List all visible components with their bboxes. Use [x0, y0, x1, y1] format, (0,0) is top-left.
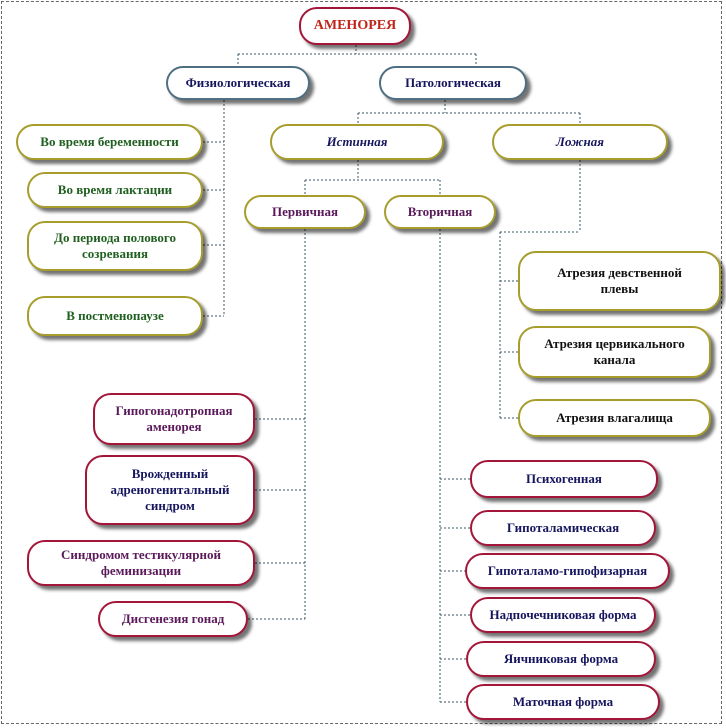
node-false-cervical: Атрезия цервикального канала	[518, 326, 711, 378]
node-secondary-psychogenic: Психогенная	[470, 460, 658, 498]
node-secondary-uterine: Маточная форма	[466, 684, 660, 720]
node-physio-puberty: До периода полового созревания	[27, 221, 203, 271]
node-true: Истинная	[270, 124, 444, 160]
node-false-hymen: Атрезия девственной плевы	[518, 251, 721, 311]
node-primary-hypogonadotropic: Гипогонадотропная аменорея	[93, 393, 255, 445]
node-physiological: Физиологическая	[166, 66, 310, 100]
node-primary-testicular: Синдромом тестикулярной феминизации	[27, 540, 255, 586]
node-secondary-hypothalamic: Гипоталамическая	[470, 510, 656, 546]
node-primary-adrenogenital: Врожденный адреногенитальный синдром	[85, 455, 255, 525]
node-physio-lactation: Во время лактации	[27, 172, 203, 208]
node-physio-pregnancy: Во время беременности	[16, 124, 203, 160]
node-physio-postmenopause: В постменопаузе	[27, 296, 203, 336]
node-secondary-adrenal: Надпочечниковая форма	[470, 597, 656, 633]
node-false: Ложная	[492, 124, 668, 160]
node-secondary-hypothalamo-pituitary: Гипоталамо-гипофизарная	[465, 553, 670, 589]
node-primary-dysgenesis: Дисгенезия гонад	[98, 601, 248, 637]
node-primary: Первичная	[244, 195, 366, 229]
node-pathological: Патологическая	[379, 66, 527, 100]
node-secondary: Вторичная	[384, 195, 496, 229]
node-secondary-ovarian: Яичниковая форма	[466, 641, 656, 677]
node-false-vagina: Атрезия влагалища	[518, 399, 711, 437]
node-root: АМЕНОРЕЯ	[299, 7, 411, 45]
